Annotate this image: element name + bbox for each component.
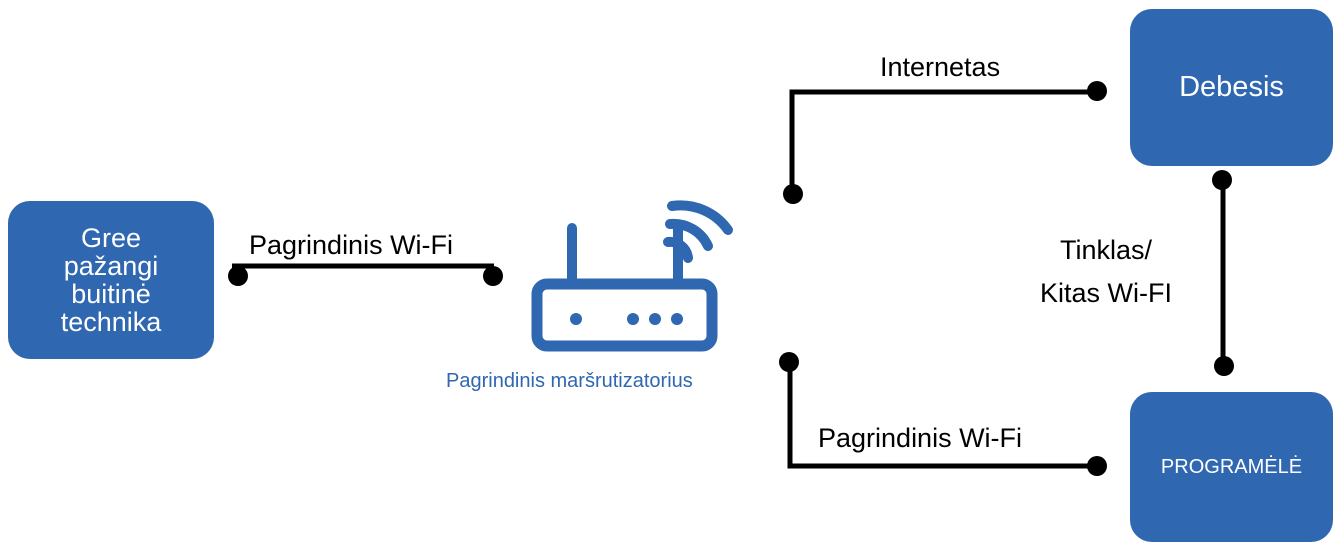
connector-dot bbox=[783, 184, 803, 204]
connector-dot bbox=[483, 266, 503, 286]
connector-dot bbox=[779, 352, 799, 372]
connector-dot bbox=[1214, 356, 1234, 376]
link-router-cloud bbox=[789, 89, 1097, 195]
link-label-network-line: Tinklas/ bbox=[1059, 235, 1153, 265]
appliance-label-line: technika bbox=[60, 307, 162, 337]
link-label-internet: Internetas bbox=[880, 52, 1001, 82]
connector-dot bbox=[1212, 170, 1232, 190]
cloud-label: Debesis bbox=[1179, 71, 1284, 103]
link-label-network: Tinklas/ Kitas Wi-FI bbox=[1040, 229, 1172, 315]
link-label-router-app: Pagrindinis Wi-Fi bbox=[818, 423, 1023, 453]
connector-dot bbox=[228, 266, 248, 286]
router-label: Pagrindinis maršrutizatorius bbox=[446, 370, 693, 392]
app-label: PROGRAMĖLĖ bbox=[1160, 455, 1303, 478]
appliance-label-line: Gree bbox=[80, 223, 141, 253]
appliance-label-line: buitinė bbox=[71, 279, 151, 309]
appliance-label-line: pažangi bbox=[63, 251, 159, 281]
link-label-appliance-router: Pagrindinis Wi-Fi bbox=[249, 230, 454, 260]
appliance-box: Gree pažangi buitinė technika bbox=[8, 201, 214, 359]
connector-dot bbox=[1087, 81, 1107, 101]
wifi-router-icon bbox=[531, 200, 733, 352]
link-router-app bbox=[787, 360, 1097, 469]
connector-dot bbox=[1087, 456, 1107, 476]
link-label-network-line: Kitas Wi-FI bbox=[1040, 278, 1172, 308]
cloud-box: Debesis bbox=[1130, 9, 1333, 166]
app-box: PROGRAMĖLĖ bbox=[1130, 392, 1333, 542]
